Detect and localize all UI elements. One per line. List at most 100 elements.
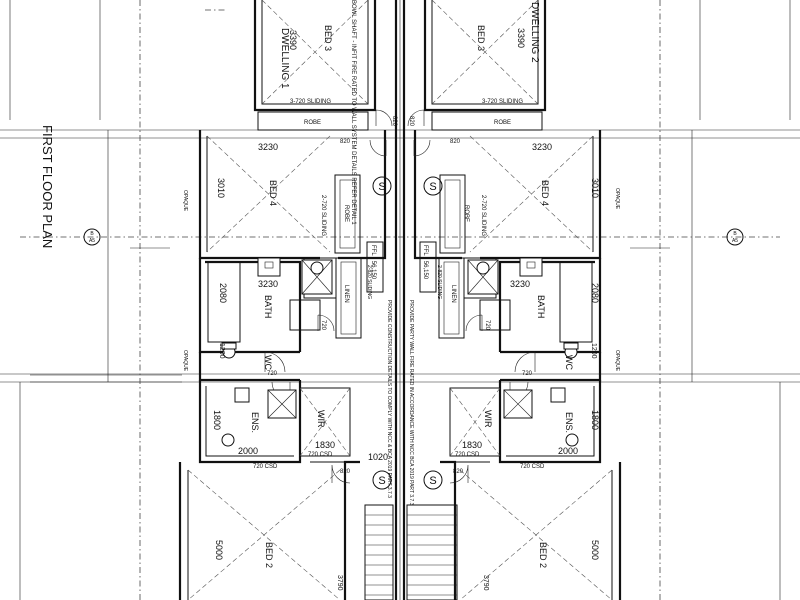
right-bed4-depth: 3010: [590, 178, 600, 198]
right-room-diagonals: [431, 0, 613, 600]
left-bed4-label: BED 4: [268, 180, 278, 206]
right-bed3-label: BED 3: [476, 25, 486, 51]
left-labels: DWELLING 1 BED 3 3390 BOWL SHAFT - INFIT…: [182, 0, 397, 591]
left-stairs: [364, 504, 394, 600]
left-bath-width: 3230: [258, 279, 278, 289]
left-wir-label: WIR: [316, 410, 326, 428]
left-dwelling-label: DWELLING 1: [279, 28, 290, 89]
smoke-detectors: S S S S: [372, 176, 443, 490]
left-ens-label: ENS.: [250, 412, 260, 433]
left-fixtures: [221, 257, 333, 447]
left-bath-depth: 2080: [218, 283, 228, 303]
section-markers: B A5 B A5: [83, 228, 744, 246]
left-bowl-note: BOWL SHAFT - INFIT FIRE RATED TO WALL SY…: [350, 0, 356, 225]
left-ens-width: 2000: [238, 446, 258, 456]
section-marker-left-sheet: A5: [89, 238, 95, 244]
left-hall-width: 1020: [368, 452, 388, 462]
right-ens-depth: 1800: [590, 410, 600, 430]
left-boundary-note: PROVIDE CONSTRUCTION DETAILS TO COMPLY W…: [386, 300, 392, 498]
left-room-diagonals: [187, 0, 369, 600]
right-labels: DWELLING 2 BED 3 3390 3-720 SLIDING ROBE…: [408, 2, 620, 591]
smoke-detector-icon: [372, 470, 392, 490]
right-wc-dim: 1200: [590, 343, 597, 359]
smoke-detector-icon: [372, 176, 392, 196]
right-robe-side: ROBE: [463, 205, 469, 222]
left-bath-label: BATH: [263, 295, 273, 318]
smoke-detector-icon: [423, 176, 443, 196]
right-door-820-a: 820: [450, 139, 461, 145]
left-wir-width: 1830: [315, 440, 335, 450]
left-sliding-top: 3-720 SLIDING: [290, 99, 331, 105]
right-bed4-width: 3230: [532, 142, 552, 152]
left-door-820-bed2: 820: [340, 469, 351, 475]
ens-toilet-icon: [221, 433, 235, 447]
right-bed4-label: BED 4: [540, 180, 550, 206]
right-bed2-width: 3790: [482, 575, 489, 591]
section-marker-left-letter: B: [90, 231, 94, 237]
right-wir-label: WIR: [483, 410, 493, 428]
right-door-820-b: 820: [408, 116, 414, 127]
right-dwelling-label: DWELLING 2: [529, 2, 540, 63]
left-csd-wir: 720 CSD: [308, 452, 333, 458]
right-bed2-depth: 5000: [590, 540, 600, 560]
left-bed3-dim: 3390: [288, 30, 298, 50]
right-ffl: FFL - 56,150: [422, 245, 428, 280]
ens-basin-icon: [234, 387, 250, 403]
smoke-detector-left-lower-label: S: [378, 475, 385, 487]
right-wc-label: WC: [564, 355, 574, 370]
smoke-detector-icon: [423, 470, 443, 490]
right-sliding-linen: 2-820 SLIDING: [436, 265, 442, 299]
right-bed2-label: BED 2: [538, 542, 548, 568]
right-bed3-dim: 3390: [516, 28, 526, 48]
party-wall: [394, 0, 406, 600]
right-sliding-top: 3-720 SLIDING: [482, 99, 523, 105]
right-ens-width: 2000: [558, 446, 578, 456]
left-bed2-label: BED 2: [264, 542, 274, 568]
right-bath-depth: 2080: [590, 283, 600, 303]
right-door-720-ens: 720: [522, 371, 533, 377]
left-wc-dim: 1200: [218, 343, 225, 359]
left-bed4-depth: 3010: [216, 178, 226, 198]
left-bed2-width: 3790: [336, 575, 343, 591]
left-wc-label: WC: [263, 355, 273, 370]
left-bed2-depth: 5000: [214, 540, 224, 560]
ffl-box-left: [366, 241, 384, 293]
right-door-720: 720: [484, 320, 490, 331]
left-bed4-width: 3230: [258, 142, 278, 152]
smoke-detector-left-label: S: [378, 181, 385, 193]
right-bath-width: 3230: [510, 279, 530, 289]
left-opaque-b: OPAQUE: [182, 350, 188, 372]
left-door-720-ens: 720: [267, 371, 278, 377]
section-marker-right-sheet: A5: [732, 238, 738, 244]
left-dwelling-walls: [178, 0, 387, 600]
left-sliding-side: 2-720 SLIDING: [320, 195, 326, 236]
smoke-detector-right-lower-label: S: [429, 475, 436, 487]
plan-title: FIRST FLOOR PLAN: [40, 125, 55, 248]
left-ens-depth: 1800: [212, 410, 222, 430]
left-robe-side: ROBE: [343, 205, 349, 222]
right-wir-width: 1830: [462, 440, 482, 450]
section-marker-right-icon: [726, 228, 744, 246]
left-door-820-a: 820: [340, 139, 351, 145]
ffl-box-right: [419, 241, 437, 293]
left-ffl: FFL - 56,150: [370, 245, 376, 280]
right-fixtures: [467, 257, 579, 447]
left-robe-top: ROBE: [304, 120, 321, 126]
smoke-detector-right-label: S: [429, 181, 436, 193]
bath-basin-icon: [257, 257, 281, 277]
left-csd-ens: 720 CSD: [253, 464, 278, 470]
right-csd-wir: 720 CSD: [455, 452, 480, 458]
section-marker-right-letter: B: [733, 231, 737, 237]
right-robe-top: ROBE: [494, 120, 511, 126]
right-stairs: [406, 504, 458, 600]
left-bed3-label: BED 3: [323, 25, 333, 51]
left-linen: LINEN: [343, 285, 349, 303]
right-csd-ens: 720 CSD: [520, 464, 545, 470]
left-opaque-a: OPAQUE: [182, 190, 188, 212]
right-opaque-a: OPAQUE: [614, 188, 620, 210]
right-party-wall-note: PROVIDE PARTY WALL FIRE RATED IN ACCORDA…: [408, 300, 414, 506]
right-ens-label: ENS.: [564, 412, 574, 433]
right-bath-label: BATH: [536, 295, 546, 318]
